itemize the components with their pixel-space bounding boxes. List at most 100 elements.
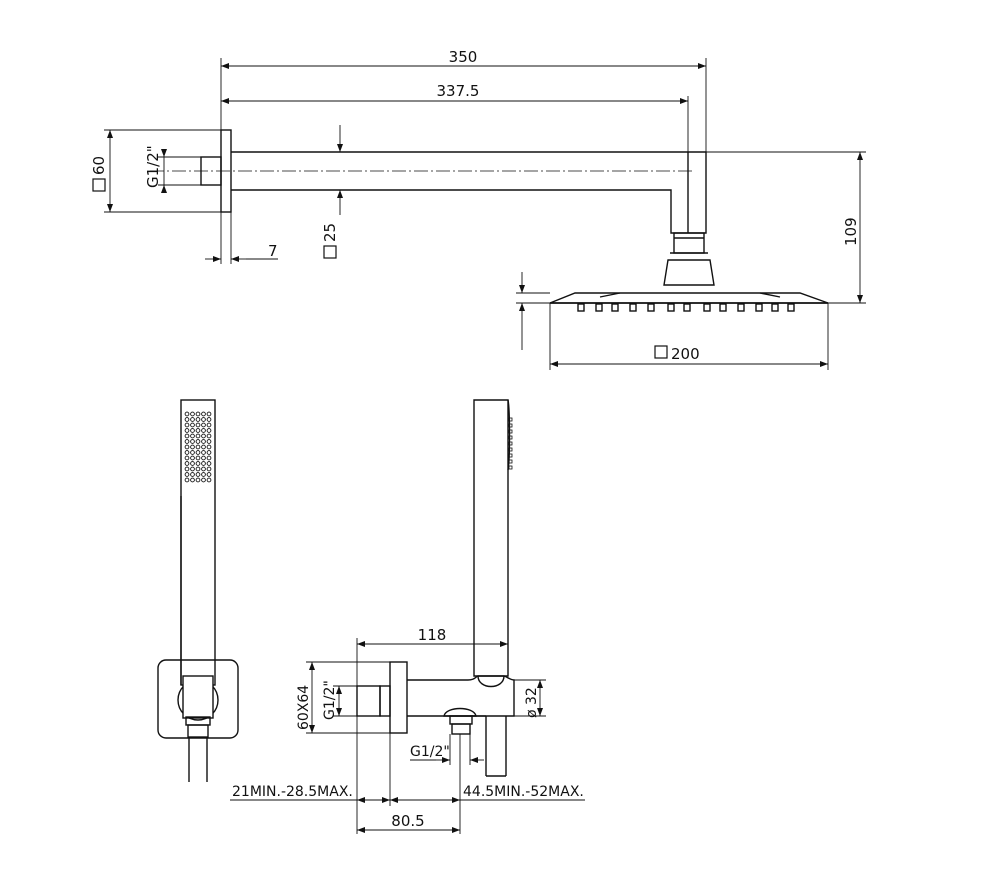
spray-dot bbox=[195, 455, 201, 461]
bracket-connector bbox=[356, 685, 381, 717]
spray-dot bbox=[195, 477, 201, 483]
spray-dot bbox=[201, 433, 206, 439]
spray-dot bbox=[201, 477, 206, 483]
spray-dot bbox=[190, 428, 195, 433]
spray-dot bbox=[195, 472, 201, 477]
spray-dot bbox=[190, 461, 195, 466]
spray-dot bbox=[201, 444, 206, 450]
spray-dot bbox=[195, 411, 201, 417]
outlet-nut bbox=[443, 707, 477, 717]
spray-dot bbox=[206, 439, 212, 444]
spray-dot bbox=[184, 444, 190, 450]
spray-dot bbox=[201, 439, 206, 444]
spray-dot bbox=[201, 422, 206, 428]
head-neck bbox=[673, 232, 705, 254]
hand-shower-side bbox=[356, 399, 515, 777]
spray-dot bbox=[206, 466, 212, 472]
bottom-dimensions: 118 60X64 G1/2" ø 32 G1/2" 21MIN.-28.5MA… bbox=[230, 626, 585, 834]
spray-dot bbox=[184, 411, 190, 417]
dim-25-label: 25 bbox=[321, 223, 339, 259]
shower-arm bbox=[231, 151, 707, 234]
dim-350: 350 bbox=[449, 48, 478, 66]
bracket-body bbox=[407, 675, 515, 717]
spray-dot bbox=[201, 461, 206, 466]
spray-dot bbox=[201, 455, 206, 461]
shower-head bbox=[549, 292, 829, 304]
shower-arm-drawing bbox=[150, 129, 829, 312]
spray-dot bbox=[206, 433, 212, 439]
spray-dot bbox=[184, 472, 190, 477]
spray-dot bbox=[195, 461, 201, 466]
svg-text:25: 25 bbox=[321, 223, 339, 242]
dim-60-label: 60 bbox=[90, 156, 108, 192]
dim-80-5: 80.5 bbox=[391, 812, 424, 830]
side-nozzle bbox=[508, 465, 513, 470]
spray-dot bbox=[206, 428, 212, 433]
side-nozzle bbox=[508, 417, 513, 422]
spray-dot bbox=[190, 466, 195, 472]
spray-dot bbox=[206, 422, 212, 428]
spray-dot bbox=[195, 466, 201, 472]
spray-dot bbox=[206, 444, 212, 450]
spray-dot bbox=[190, 433, 195, 439]
side-nozzle bbox=[508, 435, 513, 440]
svg-text:200: 200 bbox=[671, 345, 700, 363]
spray-dot bbox=[206, 477, 212, 483]
side-nozzle bbox=[508, 423, 513, 428]
spray-dot bbox=[206, 450, 212, 455]
dim-337-5: 337.5 bbox=[437, 82, 480, 100]
spray-dot bbox=[190, 439, 195, 444]
spray-dot bbox=[190, 455, 195, 461]
spray-dot bbox=[195, 422, 201, 428]
spray-dot bbox=[184, 450, 190, 455]
spray-dot bbox=[184, 422, 190, 428]
spray-dot bbox=[201, 428, 206, 433]
side-nozzles bbox=[508, 417, 513, 470]
spray-dot bbox=[206, 411, 212, 417]
svg-text:60: 60 bbox=[90, 156, 108, 175]
spray-dot bbox=[206, 461, 212, 466]
spray-dot bbox=[206, 417, 212, 422]
dim-200-label: 200 bbox=[654, 345, 700, 363]
spray-dot bbox=[206, 472, 212, 477]
spray-dot bbox=[184, 417, 190, 422]
spray-dot bbox=[195, 450, 201, 455]
spray-dot bbox=[190, 417, 195, 422]
spray-dot bbox=[195, 428, 201, 433]
hand-shower-front bbox=[157, 399, 239, 782]
spray-dot bbox=[190, 411, 195, 417]
spray-dot bbox=[184, 455, 190, 461]
spray-dot bbox=[184, 428, 190, 433]
spray-dot bbox=[184, 461, 190, 466]
side-nozzle bbox=[508, 441, 513, 446]
head-nozzles bbox=[577, 303, 795, 312]
dim-7: 7 bbox=[268, 242, 278, 260]
bracket-plate bbox=[389, 661, 408, 734]
spray-dot bbox=[201, 411, 206, 417]
top-dimensions: 350 337.5 60 G1/2" 25 7 bbox=[90, 48, 866, 370]
side-nozzle bbox=[508, 453, 513, 458]
spray-dot bbox=[201, 417, 206, 422]
dim-thread-top: G1/2" bbox=[144, 145, 162, 188]
holder-plate bbox=[157, 659, 239, 739]
dim-range-right: 44.5MIN.-52MAX. bbox=[463, 784, 584, 800]
dim-range-left: 21MIN.-28.5MAX. bbox=[232, 784, 353, 800]
spray-dot bbox=[195, 439, 201, 444]
spray-dot bbox=[201, 472, 206, 477]
spray-dot bbox=[190, 422, 195, 428]
spray-dot bbox=[184, 433, 190, 439]
spray-dot bbox=[206, 455, 212, 461]
spray-dot bbox=[201, 450, 206, 455]
spray-dot bbox=[195, 417, 201, 422]
hand-shower-side-body bbox=[473, 399, 509, 677]
spray-dot bbox=[190, 477, 195, 483]
dim-109: 109 bbox=[842, 217, 860, 246]
spray-dot bbox=[190, 450, 195, 455]
dim-diameter: ø 32 bbox=[524, 687, 540, 718]
spray-dot bbox=[195, 444, 201, 450]
side-nozzle bbox=[508, 429, 513, 434]
spray-dot bbox=[184, 466, 190, 472]
spray-dot bbox=[184, 477, 190, 483]
dim-118: 118 bbox=[418, 626, 447, 644]
spray-dots bbox=[184, 411, 212, 483]
